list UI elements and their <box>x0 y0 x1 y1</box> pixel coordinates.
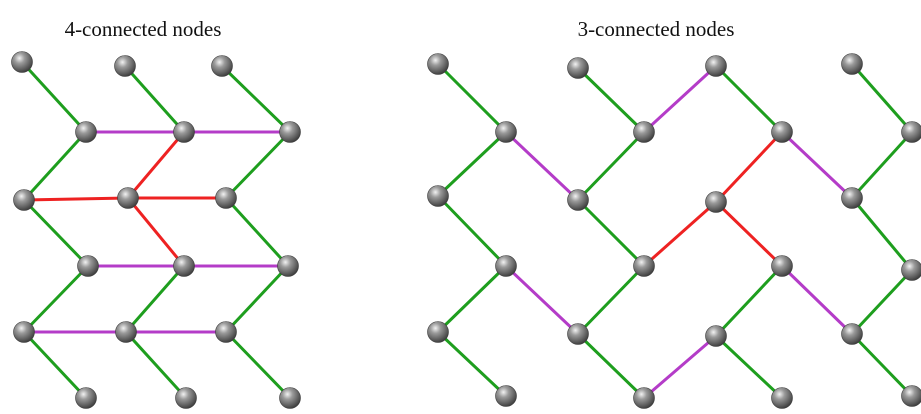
three-connected-bond-green-4 <box>714 64 784 134</box>
four-connected-node-sphere-icon-14 <box>215 321 237 343</box>
four-connected-node-sphere-icon-4 <box>173 121 195 143</box>
three-connected-bond-green-6 <box>576 130 646 202</box>
three-connected-node-sphere-icon-3 <box>841 53 863 75</box>
four-connected-node-sphere-icon-9 <box>77 255 99 277</box>
four-connected-bond-red-8 <box>22 196 130 202</box>
three-connected-node-sphere-icon-8 <box>427 185 449 207</box>
three-connected-bond-green-21 <box>714 264 784 338</box>
four-connected-bond-green-21 <box>124 330 188 400</box>
three-connected-bond-green-22 <box>436 330 508 398</box>
panel-title-four-connected: 4-connected nodes <box>65 17 222 41</box>
four-connected-bond-green-5 <box>22 130 88 202</box>
three-connected-bond-green-15 <box>850 196 914 272</box>
four-connected-node-sphere-icon-13 <box>115 321 137 343</box>
three-connected-bond-magenta-24 <box>642 334 718 400</box>
three-connected-node-sphere-icon-16 <box>427 321 449 343</box>
three-connected-node-sphere-icon-9 <box>567 189 589 211</box>
panel-four-connected <box>11 51 301 409</box>
four-connected-bond-green-17 <box>224 264 290 334</box>
three-connected-node-sphere-icon-10 <box>705 191 727 213</box>
four-connected-bond-green-10 <box>22 198 90 268</box>
three-connected-bond-green-19 <box>850 268 914 336</box>
three-connected-node-sphere-icon-1 <box>567 57 589 79</box>
three-connected-bond-green-9 <box>850 130 914 200</box>
three-connected-bond-green-25 <box>714 334 784 400</box>
three-connected-node-sphere-icon-0 <box>427 53 449 75</box>
three-connected-bond-green-11 <box>436 194 508 268</box>
three-connected-bond-magenta-5 <box>504 130 580 202</box>
three-connected-bond-magenta-8 <box>780 130 854 200</box>
four-connected-node-sphere-icon-7 <box>117 187 139 209</box>
three-connected-node-sphere-icon-6 <box>771 121 793 143</box>
four-connected-node-sphere-icon-1 <box>114 55 136 77</box>
four-connected-node-sphere-icon-6 <box>13 189 35 211</box>
three-connected-node-sphere-icon-15 <box>901 259 921 281</box>
four-connected-bond-green-15 <box>22 264 90 334</box>
three-connected-bond-red-13 <box>642 200 718 268</box>
three-connected-bond-green-23 <box>576 332 646 400</box>
three-connected-node-sphere-icon-20 <box>495 385 517 407</box>
three-connected-bond-green-2 <box>850 62 914 134</box>
four-connected-bond-green-12 <box>224 196 290 268</box>
four-connected-bond-green-2 <box>220 64 292 134</box>
three-connected-bond-magenta-18 <box>780 264 854 336</box>
panel-three-connected <box>427 53 921 409</box>
four-connected-bond-green-1 <box>123 64 186 134</box>
three-connected-bond-red-14 <box>714 200 784 268</box>
three-connected-bond-green-26 <box>850 332 914 398</box>
four-connected-node-sphere-icon-10 <box>173 255 195 277</box>
three-connected-bond-green-1 <box>576 66 646 134</box>
four-connected-bond-red-11 <box>126 196 186 268</box>
three-connected-node-sphere-icon-11 <box>841 187 863 209</box>
three-connected-node-sphere-icon-2 <box>705 55 727 77</box>
three-connected-node-sphere-icon-22 <box>771 387 793 409</box>
three-connected-bond-magenta-3 <box>642 64 718 134</box>
three-connected-bond-red-7 <box>714 130 784 204</box>
three-connected-bond-green-20 <box>436 264 508 334</box>
three-connected-node-sphere-icon-18 <box>705 325 727 347</box>
four-connected-node-sphere-icon-11 <box>277 255 299 277</box>
four-connected-node-sphere-icon-8 <box>215 187 237 209</box>
three-connected-bond-green-17 <box>576 264 646 336</box>
four-connected-node-sphere-icon-0 <box>11 51 33 73</box>
four-connected-bond-green-22 <box>224 330 292 400</box>
three-connected-node-sphere-icon-7 <box>901 121 921 143</box>
three-connected-node-sphere-icon-4 <box>495 121 517 143</box>
three-connected-node-sphere-icon-14 <box>771 255 793 277</box>
three-connected-node-sphere-icon-21 <box>633 387 655 409</box>
panel-title-three-connected: 3-connected nodes <box>578 17 735 41</box>
four-connected-node-sphere-icon-5 <box>279 121 301 143</box>
three-connected-node-sphere-icon-13 <box>633 255 655 277</box>
four-connected-bond-green-20 <box>22 330 88 400</box>
four-connected-bond-green-16 <box>124 264 186 334</box>
four-connected-node-sphere-icon-15 <box>75 387 97 409</box>
four-connected-node-sphere-icon-2 <box>211 55 233 77</box>
four-connected-node-sphere-icon-16 <box>175 387 197 409</box>
three-connected-node-sphere-icon-23 <box>901 385 921 407</box>
three-connected-node-sphere-icon-17 <box>567 323 589 345</box>
four-connected-bond-green-7 <box>224 130 292 200</box>
four-connected-node-sphere-icon-3 <box>75 121 97 143</box>
four-connected-node-sphere-icon-12 <box>13 321 35 343</box>
three-connected-bond-green-10 <box>436 130 508 198</box>
four-connected-bond-red-6 <box>126 130 186 200</box>
four-connected-node-sphere-icon-17 <box>279 387 301 409</box>
three-connected-bond-magenta-16 <box>504 264 580 336</box>
three-connected-node-sphere-icon-5 <box>633 121 655 143</box>
three-connected-bond-green-12 <box>576 198 646 268</box>
three-connected-node-sphere-icon-19 <box>841 323 863 345</box>
three-connected-bond-green-0 <box>436 62 508 134</box>
four-connected-bond-green-0 <box>20 60 88 134</box>
three-connected-node-sphere-icon-12 <box>495 255 517 277</box>
